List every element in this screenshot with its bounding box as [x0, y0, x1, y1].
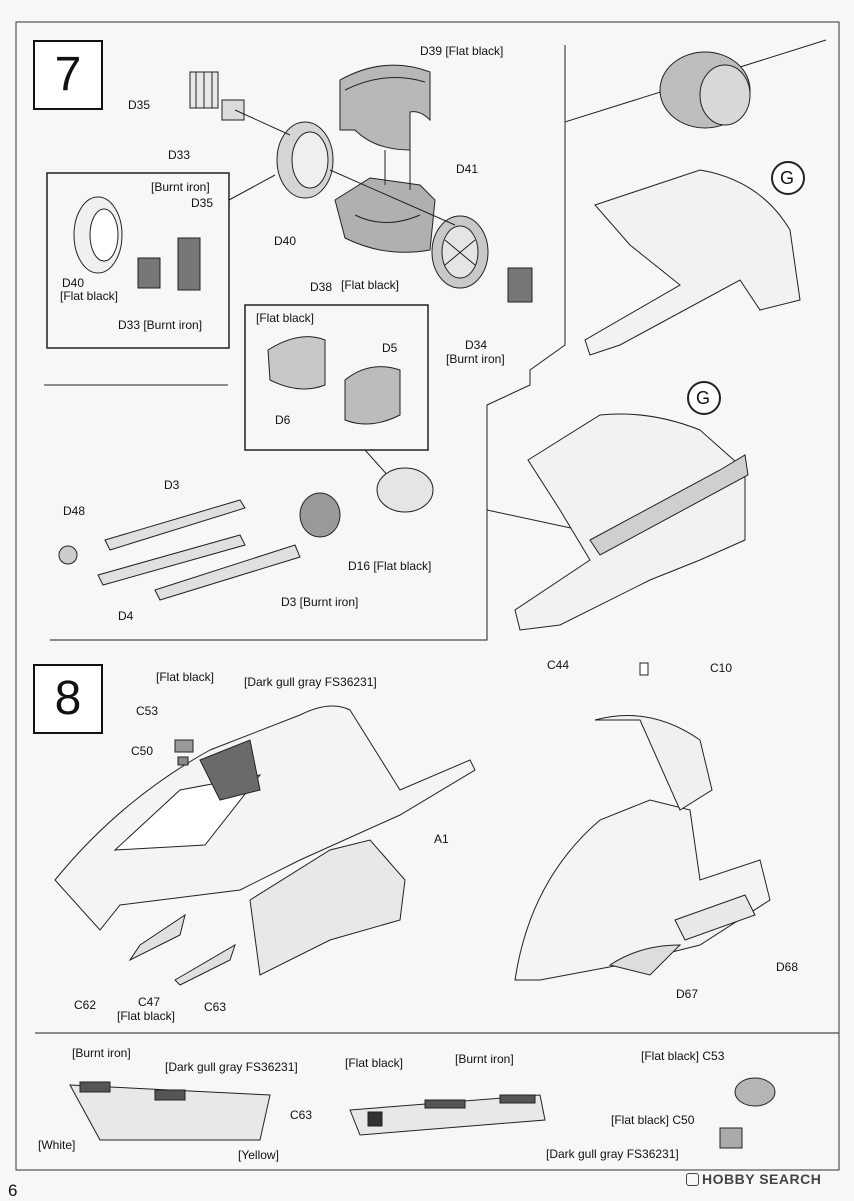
page-number: 6 — [8, 1181, 18, 1200]
sub-label-d6: D6 — [275, 413, 291, 427]
s8-label-c50: C50 — [131, 744, 154, 758]
s8-label-c10: C10 — [710, 661, 733, 675]
cockpit-detail-views — [69, 1077, 776, 1149]
detail-right-c53: [Flat black] C53 — [641, 1049, 725, 1063]
g-marker-bottom-label: G — [696, 388, 711, 408]
inset-leader — [228, 174, 276, 201]
inset-wheel-box — [46, 172, 230, 349]
inset-label-burnt-iron: [Burnt iron] — [151, 180, 210, 194]
watermark-logo — [686, 1173, 699, 1186]
fuselage-assembly — [54, 705, 476, 986]
label-d38: D38 — [310, 280, 333, 294]
s8-label-dark-gull: [Dark gull gray FS36231] — [244, 675, 377, 689]
detail-left-c63: C63 — [290, 1108, 313, 1122]
detail-right-c50: [Flat black] C50 — [611, 1113, 695, 1127]
watermark: HOBBY SEARCH — [702, 1171, 822, 1187]
sub-label-d5: D5 — [382, 341, 398, 355]
detail-left-yellow: [Yellow] — [238, 1148, 279, 1162]
inset-label-d40: D40 — [62, 276, 85, 290]
step7-border-lower — [50, 122, 566, 641]
label-d35: D35 — [128, 98, 151, 112]
rear-fuselage-assembly — [514, 662, 771, 981]
label-d3-top: D3 — [164, 478, 180, 492]
s8-label-flat-black: [Flat black] — [156, 670, 215, 684]
g-marker-top — [771, 161, 805, 195]
detail-mid-flat-black: [Flat black] — [345, 1056, 404, 1070]
label-d48: D48 — [63, 504, 86, 518]
inset-sub-box — [244, 304, 429, 451]
detail-left-white: [White] — [38, 1138, 76, 1152]
detail-left-dark-gull: [Dark gull gray FS36231] — [165, 1060, 298, 1074]
s8-label-a1: A1 — [434, 832, 449, 846]
s8-label-c62: C62 — [74, 998, 97, 1012]
g-marker-top-label: G — [780, 168, 795, 188]
s8-label-c53: C53 — [136, 704, 159, 718]
s8-label-d67: D67 — [676, 987, 699, 1001]
page-frame — [15, 21, 840, 1171]
step-8-number: 8 — [33, 664, 103, 734]
inset-label-flat-black: [Flat black] — [60, 289, 119, 303]
inset-label-d33: D33 [Burnt iron] — [118, 318, 203, 332]
label-d3-bottom: D3 [Burnt iron] — [281, 595, 359, 609]
label-d34: D34 — [465, 338, 488, 352]
detail-mid-burnt-iron: [Burnt iron] — [455, 1052, 514, 1066]
s8-label-c63: C63 — [204, 1000, 227, 1014]
sub-leader — [364, 449, 391, 479]
g-leader-top — [486, 509, 581, 531]
label-d38-color: [Flat black] — [341, 278, 400, 292]
label-d33: D33 — [168, 148, 191, 162]
label-d16: D16 [Flat black] — [348, 559, 432, 573]
detail-mid-dark-gull: [Dark gull gray FS36231] — [546, 1147, 679, 1161]
sub-label-flat-black: [Flat black] — [256, 311, 315, 325]
label-d41: D41 — [456, 162, 479, 176]
inset-label-d35: D35 — [191, 196, 214, 210]
s8-label-c47: C47 — [138, 995, 161, 1009]
label-d4: D4 — [118, 609, 134, 623]
g-marker-bottom — [687, 381, 721, 415]
intake-assembly-bottom — [514, 381, 749, 631]
engine-exploded-parts — [58, 64, 533, 601]
detail-left-burnt-iron: [Burnt iron] — [72, 1046, 131, 1060]
step-7-number: 7 — [33, 40, 103, 110]
label-d34-color: [Burnt iron] — [446, 352, 505, 366]
label-d40: D40 — [274, 234, 297, 248]
intake-assembly-top — [584, 51, 805, 356]
label-d39: D39 [Flat black] — [420, 44, 504, 58]
s8-label-c44: C44 — [547, 658, 570, 672]
s8-label-c47-color: [Flat black] — [117, 1009, 176, 1023]
s8-label-d68: D68 — [776, 960, 799, 974]
